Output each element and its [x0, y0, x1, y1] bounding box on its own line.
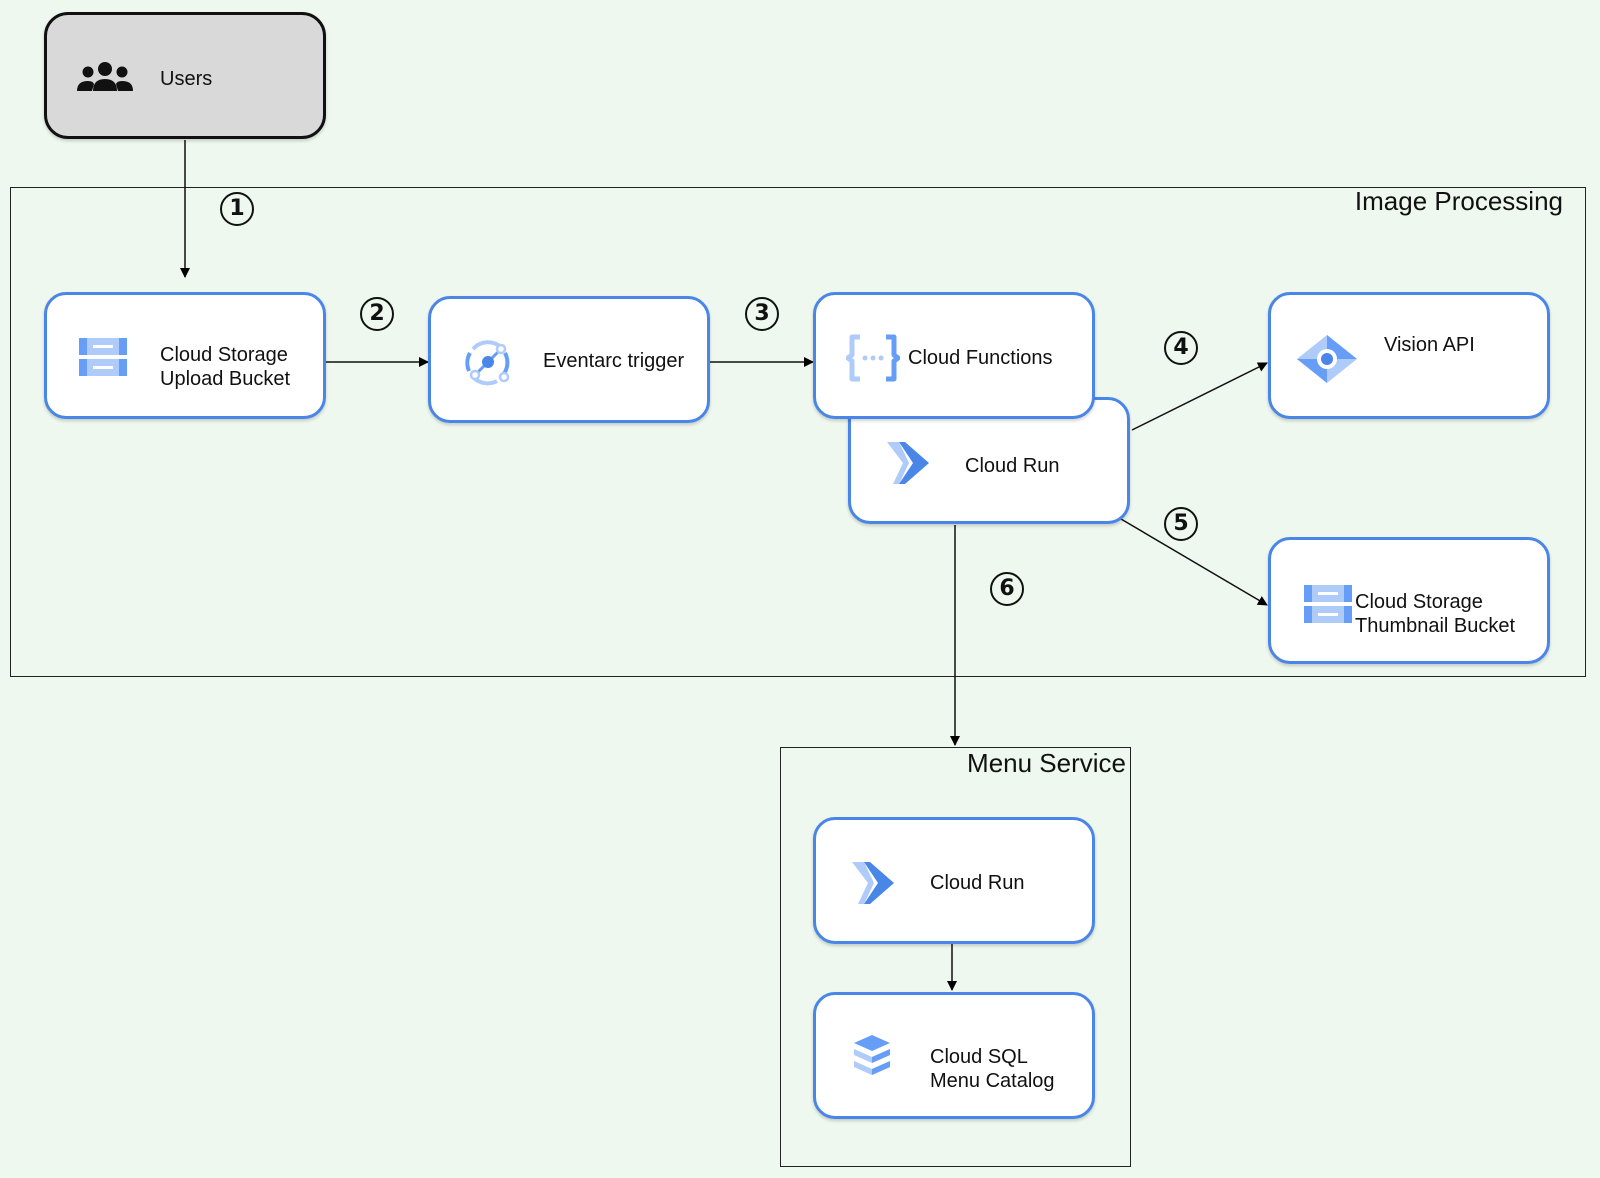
cloud-sql-icon [854, 1035, 890, 1075]
step-badge-3: 3 [745, 297, 779, 331]
vision-api-label: Vision API [1384, 334, 1475, 356]
node-cloud-storage-thumbnail-bucket[interactable]: Cloud Storage Thumbnail Bucket [1268, 537, 1550, 664]
node-cloud-sql-menu-catalog[interactable]: Cloud SQL Menu Catalog [813, 992, 1095, 1119]
upload-bucket-label: Cloud Storage Upload Bucket [160, 343, 290, 391]
cloud-sql-label: Cloud SQL Menu Catalog [930, 1045, 1055, 1093]
cloud-storage-icon [79, 338, 127, 376]
step-badge-6: 6 [990, 572, 1024, 606]
cloud-sql-line1: Cloud SQL [930, 1046, 1028, 1068]
edge-run-to-thumbnail [1120, 518, 1268, 606]
group-title-menu-service: Menu Service [967, 748, 1126, 778]
step-badge-1: 1 [220, 192, 254, 226]
vision-api-icon [1297, 335, 1357, 383]
cloud-functions-label: Cloud Functions [908, 347, 1053, 369]
node-vision-api[interactable]: Vision API [1268, 292, 1550, 419]
step-badge-2: 2 [360, 297, 394, 331]
node-eventarc-trigger[interactable]: Eventarc trigger [428, 296, 710, 423]
cloud-run-processing-label: Cloud Run [965, 455, 1060, 477]
thumbnail-bucket-line2: Thumbnail Bucket [1355, 615, 1516, 637]
cloud-run-menu-label: Cloud Run [930, 872, 1025, 894]
cloud-sql-line2: Menu Catalog [930, 1070, 1055, 1092]
node-cloud-run-menu[interactable]: Cloud Run [813, 817, 1095, 944]
eventarc-label: Eventarc trigger [543, 350, 685, 372]
cloud-run-icon [852, 862, 894, 904]
cloud-functions-icon [846, 334, 900, 382]
eventarc-icon [465, 340, 510, 386]
group-image-processing: Image Processing [10, 186, 1586, 677]
group-menu-service: Menu Service [780, 747, 1131, 1167]
users-label: Users [160, 68, 213, 90]
node-cloud-functions[interactable]: Cloud Functions [813, 292, 1095, 419]
step-badge-5: 5 [1164, 507, 1198, 541]
node-cloud-storage-upload-bucket[interactable]: Cloud Storage Upload Bucket [44, 292, 326, 419]
cloud-run-icon [887, 442, 929, 484]
upload-bucket-line1: Cloud Storage [160, 344, 288, 366]
cloud-storage-icon [1304, 585, 1352, 623]
step-badge-4: 4 [1164, 331, 1198, 365]
users-icon [77, 62, 133, 91]
node-users[interactable]: Users [44, 12, 326, 139]
thumbnail-bucket-line1: Cloud Storage [1355, 591, 1483, 613]
edge-run-to-vision [1131, 362, 1268, 431]
thumbnail-bucket-label: Cloud Storage Thumbnail Bucket [1355, 590, 1515, 638]
group-title-image-processing: Image Processing [1354, 186, 1563, 216]
upload-bucket-line2: Upload Bucket [160, 368, 291, 390]
